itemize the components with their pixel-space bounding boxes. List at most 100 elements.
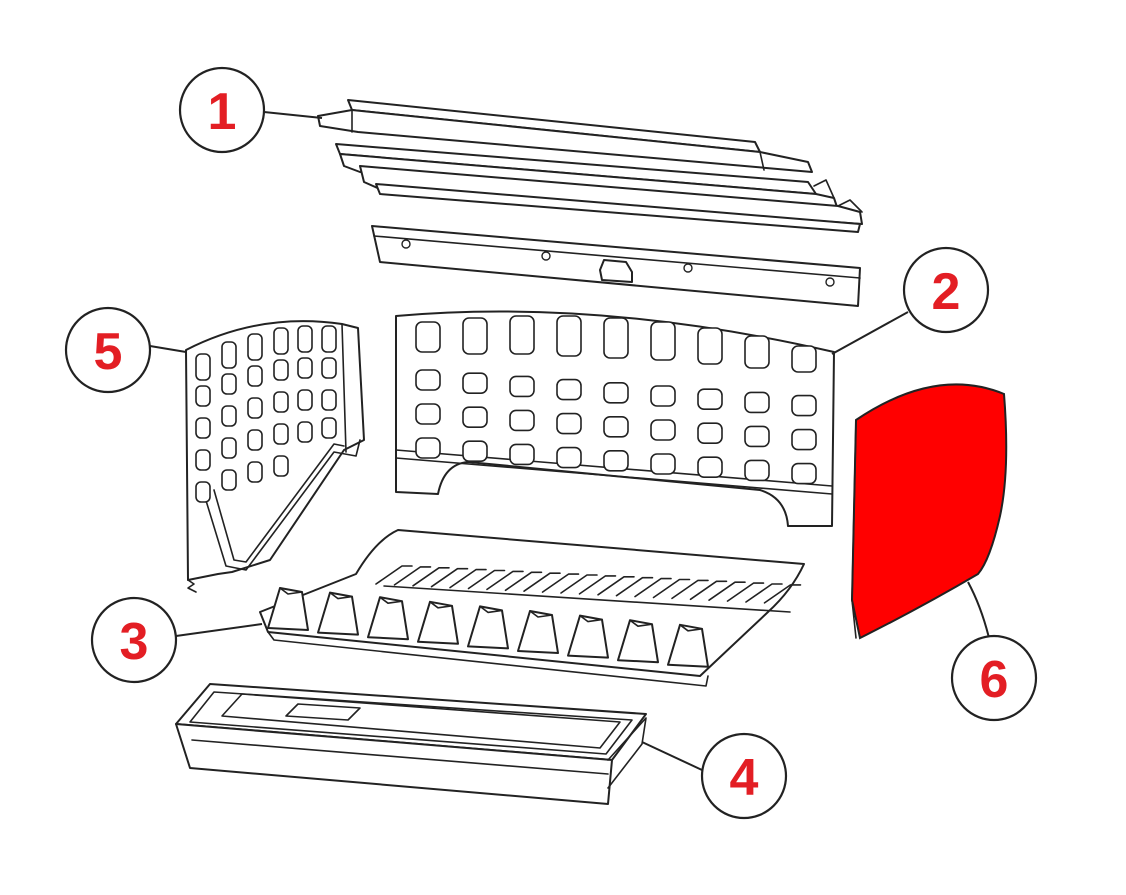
left-panel-slot xyxy=(221,341,237,369)
left-panel-slot xyxy=(221,437,237,459)
left-panel-slot xyxy=(195,353,211,381)
callout-4-label: 4 xyxy=(730,749,759,807)
back-panel-slot xyxy=(556,378,582,401)
callout-2-label: 2 xyxy=(932,263,961,321)
grate-bar xyxy=(726,582,765,602)
leader-3 xyxy=(175,623,263,637)
left-panel-slot xyxy=(273,359,289,381)
grate-bar xyxy=(597,576,635,596)
grate-bar xyxy=(504,571,543,592)
grate-bar xyxy=(763,584,802,604)
back-panel-slot xyxy=(556,315,582,357)
callouts: 1 2 3 4 5 6 xyxy=(64,66,1038,820)
back-panel xyxy=(395,310,835,527)
back-panel-slot xyxy=(509,409,535,432)
back-panel-slot xyxy=(744,391,770,414)
grate-bar xyxy=(634,577,672,598)
back-panel-slot xyxy=(744,425,770,448)
grate-bar xyxy=(449,568,487,589)
grate-bar xyxy=(671,579,709,600)
top-baffle-bars xyxy=(317,99,863,307)
grate-bar xyxy=(523,572,561,592)
back-panel-slot xyxy=(791,428,817,451)
grate xyxy=(259,529,805,687)
callout-6-label: 6 xyxy=(980,651,1009,709)
right-side-panel xyxy=(850,383,1008,640)
grate-bar xyxy=(689,580,728,601)
back-panel-slot xyxy=(603,381,629,404)
leader-5 xyxy=(149,345,187,353)
back-panel-slot xyxy=(650,419,676,441)
back-panel-slot xyxy=(791,345,817,373)
left-panel-slot xyxy=(321,389,337,411)
strip-hole xyxy=(541,251,551,261)
back-panel-slot xyxy=(650,385,676,407)
grate-bar xyxy=(375,565,413,585)
left-panel-slot xyxy=(273,423,289,445)
back-panel-slot xyxy=(603,415,629,438)
grate-tooth-edge xyxy=(429,601,453,609)
grate-tooth-edge xyxy=(629,619,653,627)
left-panel-slot xyxy=(321,325,337,353)
left-panel-slot xyxy=(247,397,263,419)
left-panel-slot xyxy=(273,327,289,355)
left-panel-slot xyxy=(247,333,263,361)
left-side-panel xyxy=(185,320,365,593)
left-panel-slot xyxy=(195,417,211,439)
left-panel-slot xyxy=(247,461,263,483)
callout-2: 2 xyxy=(902,246,990,334)
left-panel-slot xyxy=(221,373,237,395)
leader-6 xyxy=(967,581,991,643)
grate-bar xyxy=(745,583,783,603)
leader-2 xyxy=(831,311,909,355)
left-panel-slot xyxy=(273,391,289,413)
back-panel-slot xyxy=(650,321,676,361)
leader-4 xyxy=(641,741,703,771)
back-panel-slot xyxy=(697,456,723,479)
grate-tooth-edge xyxy=(379,596,403,604)
grate-bar xyxy=(541,573,580,593)
grate-bar xyxy=(615,576,654,597)
callout-6: 6 xyxy=(950,634,1038,722)
ash-pan xyxy=(175,683,647,805)
back-panel-slot xyxy=(556,446,582,469)
right-side-panel-highlight xyxy=(850,383,1008,640)
grate-tooth-edge xyxy=(679,624,703,632)
strip-hole xyxy=(401,239,411,249)
back-panel-slot xyxy=(509,375,535,398)
grate-tooth-edge xyxy=(579,614,603,623)
back-panel-slot xyxy=(744,459,770,482)
back-panel-slot xyxy=(697,388,723,411)
back-panel-slot xyxy=(603,317,629,359)
left-panel-slot xyxy=(195,449,211,471)
grate-bar xyxy=(393,566,432,586)
callout-5: 5 xyxy=(64,306,152,394)
grate-bar xyxy=(412,567,450,587)
back-panel-slot xyxy=(462,406,488,429)
grate-bar xyxy=(486,570,524,591)
left-panel-slot xyxy=(221,405,237,427)
grate-tooth-edge xyxy=(279,587,303,595)
left-panel-slot xyxy=(321,417,337,439)
left-panel-slot xyxy=(297,389,313,411)
strip-hole xyxy=(825,277,835,287)
callout-3-label: 3 xyxy=(120,613,149,671)
callout-4: 4 xyxy=(700,732,788,820)
back-panel-slot xyxy=(462,440,488,463)
callout-3: 3 xyxy=(90,596,178,684)
back-panel-slot xyxy=(415,369,441,391)
grate-bar xyxy=(708,581,746,601)
callout-1: 1 xyxy=(178,66,266,154)
grate-tooth-edge xyxy=(529,610,553,618)
left-panel-slot xyxy=(297,357,313,379)
back-panel-slot xyxy=(415,437,441,459)
left-panel-slot xyxy=(297,421,313,443)
left-panel-slot xyxy=(247,365,263,387)
grate-bar xyxy=(467,569,506,590)
left-panel-slot xyxy=(247,429,263,451)
back-panel-slot xyxy=(462,372,488,395)
grate-tooth-edge xyxy=(329,591,353,600)
back-panel-slot xyxy=(509,443,535,466)
back-panel-slot xyxy=(791,462,817,485)
strip-hole xyxy=(683,263,693,273)
